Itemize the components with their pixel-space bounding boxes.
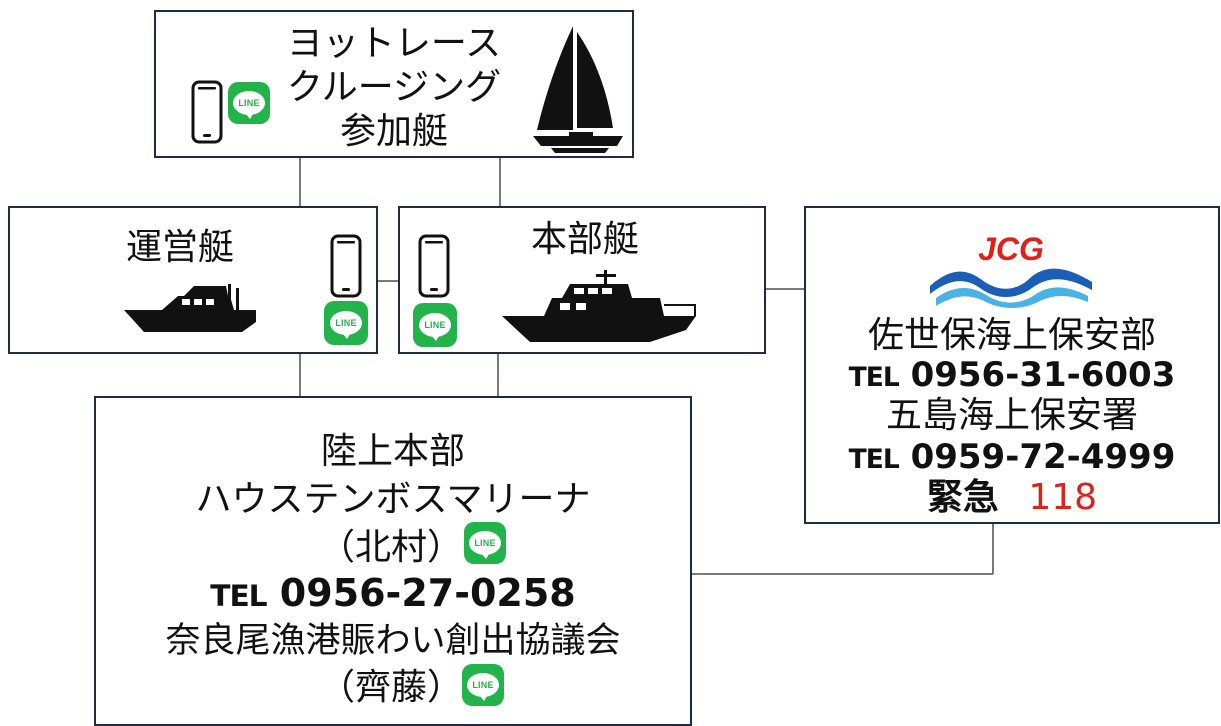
race-title-line1: ヨットレース	[286, 23, 502, 64]
line-app-icon: LINE	[228, 82, 270, 124]
smartphone-icon	[191, 80, 223, 144]
land-hq-tel-number[interactable]: 0956-27-0258	[279, 571, 576, 615]
goto-tel-number[interactable]: 0959-72-4999	[910, 437, 1176, 477]
sasebo-office-name: 佐世保海上保安部	[867, 315, 1156, 356]
motor-yacht-icon	[124, 284, 256, 332]
emergency-line: 緊急 118	[806, 480, 1218, 516]
line-app-icon: LINE	[462, 664, 504, 706]
race-participants-box: ヨットレース クルージング 参加艇 LINE	[154, 10, 634, 158]
goto-office-tel: TEL 0959-72-4999	[806, 440, 1218, 474]
land-hq-contact2: （齊藤）	[318, 667, 463, 708]
connector-coastguard-vertical	[992, 522, 994, 574]
land-hq-title: 陸上本部	[320, 431, 465, 472]
smartphone-icon	[418, 234, 450, 298]
line-app-icon: LINE	[413, 303, 457, 347]
connector-ops-to-hq	[377, 280, 398, 282]
land-hq-org1: ハウステンボスマリーナ	[195, 479, 591, 520]
emergency-number[interactable]: 118	[1028, 477, 1098, 518]
connector-hq-to-coastguard	[765, 288, 805, 290]
race-title-line2: クルージング	[286, 67, 502, 108]
hq-title: 本部艇	[530, 219, 639, 260]
jcg-logo-icon: JCG	[930, 231, 1092, 308]
smartphone-icon	[330, 234, 362, 298]
svg-text:JCG: JCG	[978, 231, 1044, 267]
connector-race-to-hq	[499, 156, 501, 206]
hq-boat-box: 本部艇 LINE	[398, 206, 766, 354]
trawler-icon	[502, 270, 696, 342]
tel-prefix: TEL	[848, 444, 900, 475]
goto-office-name: 五島海上保安署	[885, 395, 1138, 436]
tel-prefix: TEL	[210, 578, 267, 613]
line-app-icon: LINE	[464, 522, 506, 564]
land-hq-contact1: （北村）	[318, 527, 463, 568]
line-app-icon: LINE	[324, 301, 368, 345]
connector-race-to-ops	[299, 156, 301, 206]
connector-ops-to-land	[299, 352, 301, 397]
land-hq-org2: 奈良尾漁港賑わい創出協議会	[165, 621, 621, 661]
connector-hq-to-land	[497, 352, 499, 397]
emergency-label: 緊急	[926, 477, 999, 518]
operations-boat-box: 運営艇 LINE	[8, 206, 378, 354]
connector-land-horizontal	[690, 573, 993, 575]
sasebo-office-tel: TEL 0956-31-6003	[806, 358, 1218, 392]
sasebo-tel-number[interactable]: 0956-31-6003	[910, 355, 1176, 395]
race-title-line3: 参加艇	[339, 111, 448, 152]
coast-guard-box: JCG 佐世保海上保安部 TEL 0956-31-6003 五島海上保安署 TE…	[804, 206, 1220, 524]
land-hq-box: 陸上本部 ハウステンボスマリーナ （北村） LINE TEL 0956-27-0…	[94, 396, 692, 726]
sailboat-icon	[533, 26, 623, 153]
tel-prefix: TEL	[848, 362, 900, 393]
operations-title: 運営艇	[125, 227, 234, 268]
land-hq-tel: TEL 0956-27-0258	[96, 574, 690, 612]
